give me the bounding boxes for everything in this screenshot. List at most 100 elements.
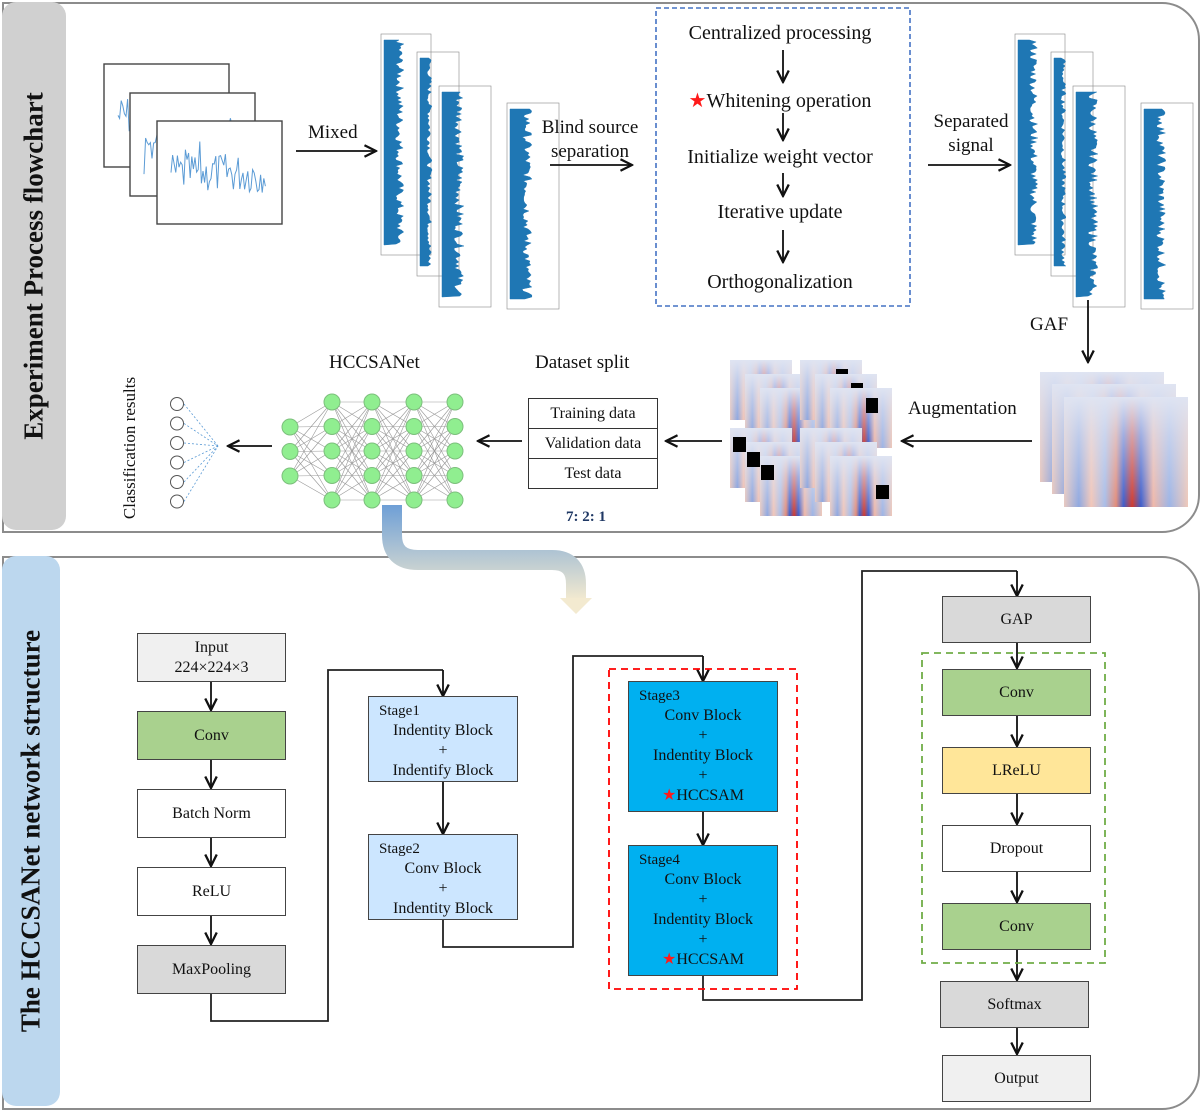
group-borders — [608, 7, 1106, 990]
nn-node — [363, 442, 381, 460]
bss-label-line2: separation — [550, 141, 630, 162]
stage-line: Conv Block — [404, 860, 482, 877]
mixed-label: Mixed — [308, 122, 358, 143]
layer-label: Input — [194, 638, 229, 656]
layer-block: MaxPooling — [137, 945, 286, 994]
augmentation-label: Augmentation — [908, 398, 1017, 419]
layer-label: ReLU — [191, 882, 232, 900]
stage-line: Indentity Block — [653, 747, 753, 764]
split-ratio: 7: 2: 1 — [566, 509, 606, 525]
layer-label: MaxPooling — [171, 960, 252, 978]
nn-edge — [413, 401, 456, 501]
star-icon: ★ — [688, 90, 707, 112]
nn-node — [281, 443, 299, 460]
signal-strip — [1143, 108, 1167, 300]
nn-node — [446, 418, 464, 435]
classification-results-label: Classification results — [120, 376, 139, 520]
dataset-split-table: Training data Validation data Test data — [528, 398, 658, 489]
nn-node — [363, 418, 381, 435]
signal-strip — [1075, 91, 1099, 298]
ica-step: ★Whitening operation — [660, 88, 900, 113]
stage-line: + — [698, 931, 708, 948]
separated-signal-label: Separated signal — [916, 110, 1026, 158]
nn-edge — [371, 401, 415, 476]
head-layer-block: Softmax — [940, 981, 1089, 1028]
nn-edge — [413, 401, 456, 476]
plot-axes — [1072, 85, 1126, 308]
head-layer-label: GAP — [1000, 610, 1033, 628]
stage-line: Conv Block — [664, 707, 742, 724]
nn-node — [363, 491, 381, 509]
signal-strip — [1017, 39, 1039, 246]
layer-sublabel: 224×224×3 — [174, 658, 249, 676]
nn-node — [405, 442, 423, 460]
separated-label-line2: signal — [948, 135, 994, 156]
layer-block: Input 224×224×3 — [137, 633, 286, 682]
hccsam-label: HCCSAM — [676, 787, 744, 804]
output-node — [170, 436, 184, 450]
nn-edge — [413, 450, 456, 501]
stage-title: Stage3 — [639, 688, 680, 704]
plot-axes — [1050, 51, 1094, 277]
signal-strip — [441, 91, 465, 298]
stage-title: Stage1 — [379, 703, 420, 719]
output-node — [170, 416, 184, 431]
layer-block: Batch Norm — [137, 789, 286, 838]
nn-node — [405, 418, 423, 435]
gaf-label: GAF — [1030, 314, 1069, 335]
nn-edge — [413, 426, 456, 501]
ica-step-label: Centralized processing — [688, 22, 872, 44]
stage2-connector — [442, 655, 703, 948]
plot-axes — [506, 102, 560, 310]
bss-label: Blind source separation — [530, 116, 650, 164]
nn-node — [323, 467, 341, 484]
ica-step: Initialize weight vector — [660, 146, 900, 169]
nn-node — [446, 393, 464, 411]
separated-label-line1: Separated — [933, 111, 1009, 132]
split-row-validation: Validation data — [529, 429, 657, 459]
head-layer-block: GAP — [942, 596, 1091, 643]
layer-block: Conv — [137, 711, 286, 760]
signal-window — [156, 120, 283, 225]
head-layer-label: Dropout — [989, 839, 1044, 857]
nn-node — [323, 393, 341, 411]
network-structure-tab: The HCCSANet network structure — [2, 556, 60, 1106]
gaf-image-overlay — [1064, 397, 1188, 507]
panel-link-arrow — [382, 505, 586, 600]
augmented-images — [730, 360, 892, 516]
head-layer-block: Conv — [942, 903, 1091, 950]
split-row-test: Test data — [564, 465, 622, 482]
stage-line: + — [438, 880, 448, 897]
output-edge — [183, 442, 219, 447]
nn-edge — [371, 426, 415, 501]
occlusion-mask — [851, 383, 863, 388]
nn-node — [405, 491, 423, 509]
star-icon: ★ — [662, 787, 677, 804]
stage-line: Indentity Block — [393, 900, 493, 917]
plot-axes — [1014, 33, 1066, 256]
head-layer-label: LReLU — [992, 761, 1041, 779]
stage-title: Stage2 — [379, 841, 420, 857]
stage-attention-line: ★HCCSAM — [629, 950, 777, 970]
output-node — [170, 475, 184, 489]
nn-node — [281, 418, 299, 436]
nn-edge — [289, 401, 333, 452]
signal-strip — [1053, 57, 1067, 267]
experiment-flow-tab: Experiment Process flowchart — [2, 2, 66, 530]
stage-line: Indentity Block — [653, 911, 753, 928]
star-icon: ★ — [662, 951, 677, 968]
output-node — [170, 494, 184, 509]
nn-edge — [331, 426, 373, 501]
ica-step: Iterative update — [660, 201, 900, 224]
nn-node — [446, 467, 464, 484]
classification-output-icon — [170, 397, 219, 509]
head-layer-label: Conv — [999, 683, 1034, 701]
gaf-images — [1040, 372, 1188, 507]
signal-strip — [509, 108, 533, 300]
plot-axes — [1140, 102, 1194, 310]
stage-line: Indentity Block — [393, 722, 493, 739]
head-layer-label: Conv — [999, 917, 1034, 935]
layer-block: ReLU — [137, 867, 286, 916]
